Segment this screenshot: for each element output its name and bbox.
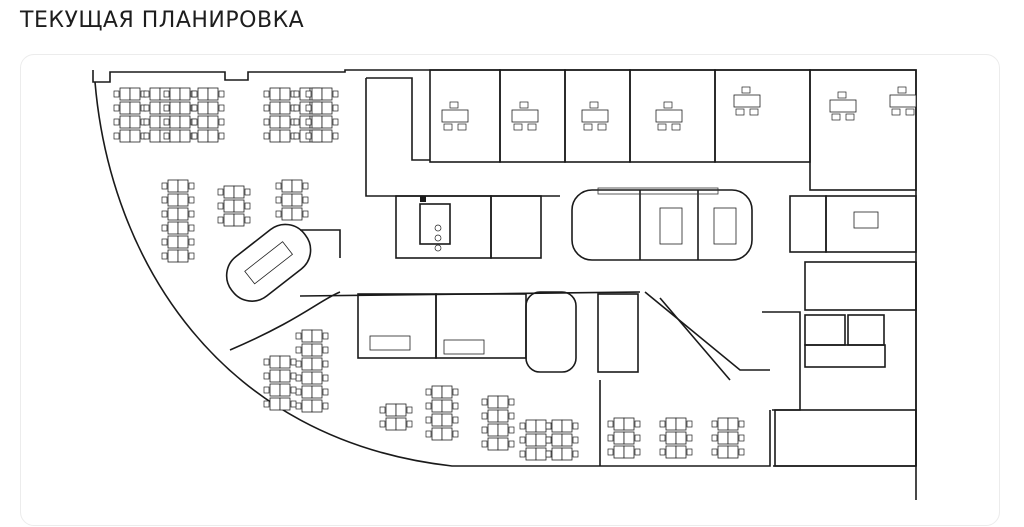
core [395, 195, 542, 259]
right-rooms [762, 195, 917, 467]
workstations [113, 86, 917, 461]
oval-room [225, 223, 312, 302]
meeting-block [571, 187, 753, 261]
page-title: ТЕКУЩАЯ ПЛАНИРОВКА [20, 8, 305, 33]
top-offices [365, 69, 917, 197]
middle-offices [299, 291, 770, 466]
